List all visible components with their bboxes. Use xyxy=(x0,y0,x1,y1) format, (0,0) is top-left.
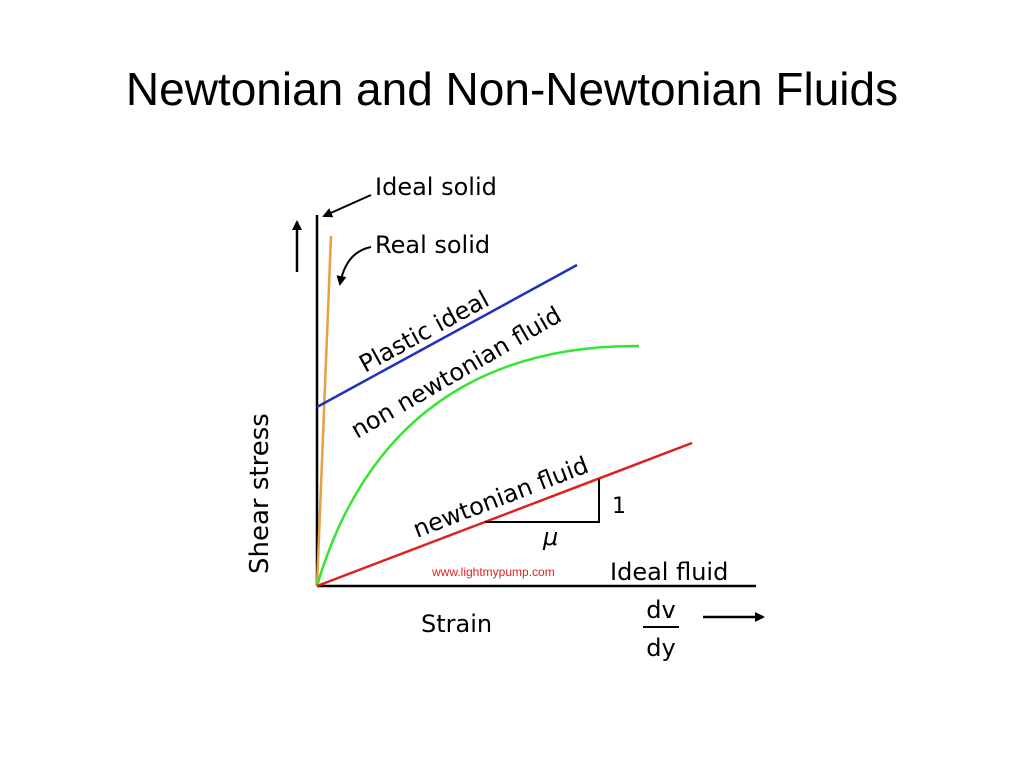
slope-run-label: μ xyxy=(542,523,558,551)
ideal-fluid-label: Ideal fluid xyxy=(610,558,728,586)
newtonian-label: newtonian fluid xyxy=(409,451,592,544)
source-url: www.lightmypump.com xyxy=(431,565,555,579)
ideal-solid-pointer xyxy=(322,194,372,218)
plastic-ideal-line xyxy=(316,263,578,409)
ideal-solid-label: Ideal solid xyxy=(375,173,497,201)
real-solid-label: Real solid xyxy=(375,231,490,259)
non-newtonian-curve xyxy=(315,344,640,587)
newtonian-line xyxy=(316,441,693,588)
slope-rise-label: 1 xyxy=(612,494,626,519)
rate-denominator: dy xyxy=(646,634,675,662)
y-axis-label: Shear stress xyxy=(245,413,275,574)
x-axis-label: Strain xyxy=(421,610,492,638)
slide-title: Newtonian and Non-Newtonian Fluids xyxy=(125,63,899,115)
real-solid-pointer xyxy=(336,246,372,286)
real-solid-line xyxy=(315,235,333,587)
slope-triangle xyxy=(485,479,600,523)
rate-numerator: dv xyxy=(646,596,675,624)
